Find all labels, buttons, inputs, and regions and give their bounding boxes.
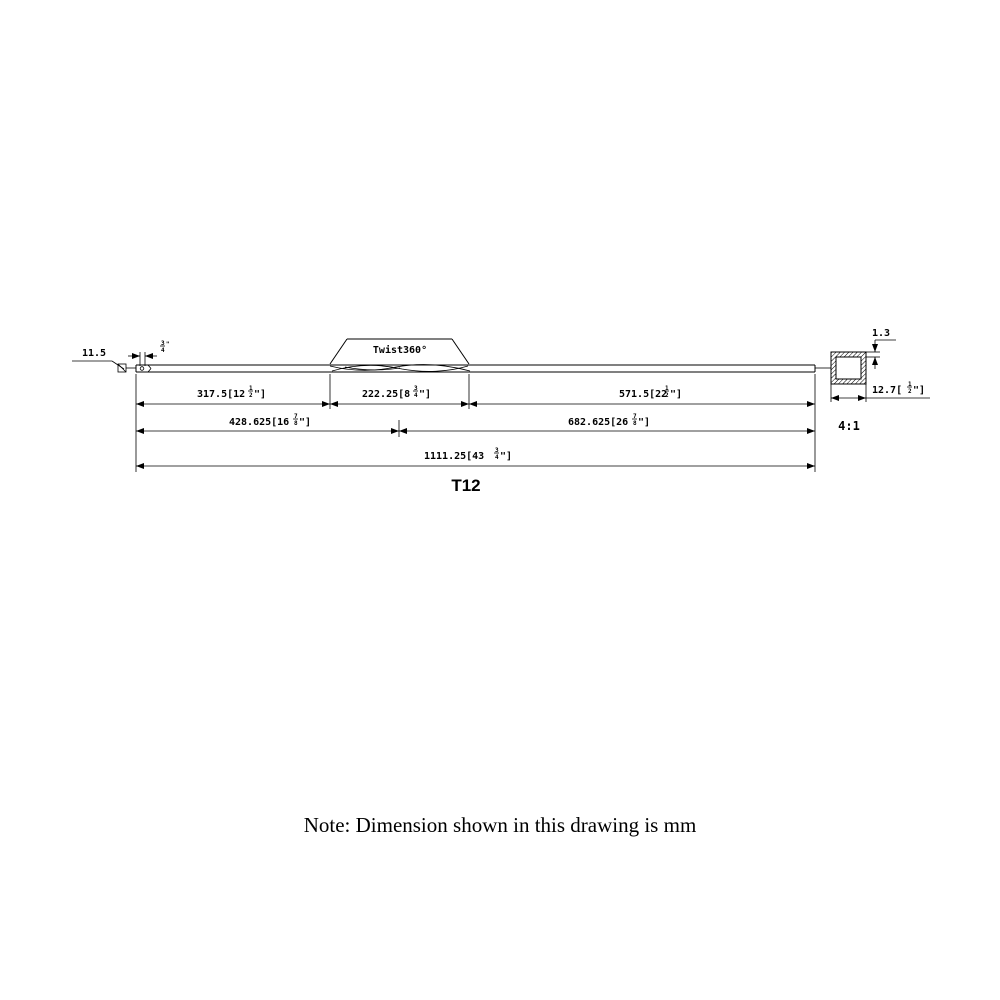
dim-seg3-den: 2 <box>665 392 669 399</box>
tip-hole-den: 4 <box>161 347 165 354</box>
twist-helix <box>329 364 471 372</box>
dim-seg3-end: "] <box>670 389 682 400</box>
dim-half2-main: 682.625[26 <box>568 417 628 428</box>
tip-hole-end: " <box>166 341 170 348</box>
dim-seg1-den: 2 <box>249 392 253 399</box>
dim-seg3-num: 1 <box>665 385 669 392</box>
dim-seg2-den: 4 <box>414 392 418 399</box>
dim-overall-den: 4 <box>495 454 499 461</box>
part-label: T12 <box>451 476 480 495</box>
rod <box>135 364 816 373</box>
dim-half2-end: "] <box>638 417 650 428</box>
tip-notch <box>147 364 152 369</box>
size-label-main: 12.7[ <box>872 385 902 396</box>
dim-seg2-main: 222.25[8 <box>362 389 410 400</box>
section-inner <box>835 356 862 380</box>
size-label-den: 2 <box>908 388 912 395</box>
dim-seg1-main: 317.5[12 <box>197 389 245 400</box>
twist-callout: Twist360° <box>329 338 470 365</box>
dim-overall-main: 1111.25[43 <box>424 451 484 462</box>
dim-half1-den: 8 <box>294 420 298 427</box>
dim-seg2-num: 3 <box>414 385 418 392</box>
tip-notch <box>147 368 152 373</box>
wall-label: 1.3 <box>872 328 890 339</box>
dim-half1-main: 428.625[16 <box>229 417 289 428</box>
dim-seg2-end: "] <box>419 389 431 400</box>
tip-hole-num: 3 <box>161 340 165 347</box>
dim-overall: 1111.25[43 3 4 "] <box>136 447 815 469</box>
tip-profile-diag <box>117 363 127 373</box>
cross-section: 1.3 12.7[ 1 2 "] <box>815 328 930 402</box>
dim-overall-num: 3 <box>495 447 499 454</box>
tip-dimensions: 11.5 3 4 " <box>72 340 170 373</box>
twist-leader-left <box>329 338 348 365</box>
twist-leader-right <box>451 338 470 365</box>
dim-seg1-num: 1 <box>249 385 253 392</box>
tip-hole <box>139 366 145 371</box>
scale-label: 4:1 <box>838 419 860 433</box>
dim-overall-end: "] <box>500 451 512 462</box>
dim-half1-end: "] <box>299 417 311 428</box>
tip-dia-label: 11.5 <box>82 348 106 359</box>
dim-seg3-main: 571.5[22 <box>619 389 667 400</box>
size-label-end: "] <box>913 385 925 396</box>
dim-seg1-end: "] <box>254 389 266 400</box>
dim-half2-den: 8 <box>633 420 637 427</box>
size-label-num: 1 <box>908 381 912 388</box>
twist-label: Twist360° <box>373 344 427 356</box>
dim-half1-num: 7 <box>294 413 298 420</box>
dim-row-1: 317.5[12 1 2 "] 222.25[8 3 4 "] 571.5[22… <box>136 385 815 407</box>
units-note: Note: Dimension shown in this drawing is… <box>303 813 697 837</box>
dim-row-2: 428.625[16 7 8 "] 682.625[26 7 8 "] <box>136 413 815 434</box>
dim-half2-num: 7 <box>633 413 637 420</box>
